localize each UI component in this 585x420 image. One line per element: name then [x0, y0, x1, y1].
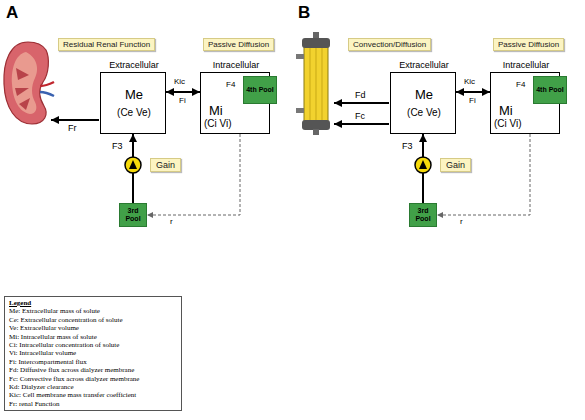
flux-label: Fc — [355, 111, 365, 121]
legend-entry: Ci: Intracellular concentration of solut… — [9, 341, 177, 349]
dialyzer-cap — [302, 38, 330, 48]
flux-label: Fr — [68, 123, 77, 133]
recycle-connector — [147, 134, 240, 215]
compartment-value: Me — [391, 87, 457, 102]
flux-label: F4 — [226, 80, 235, 89]
phase-label: Residual Renal Function — [58, 38, 155, 51]
compartment-value: (Ce Ve) — [391, 107, 457, 118]
edge-label: r — [170, 217, 173, 226]
phase-label: Passive Diffusion — [493, 38, 564, 51]
kidney-pyramid — [16, 68, 29, 80]
flux-label: Fd — [355, 90, 366, 100]
dialyzer-body — [304, 46, 328, 122]
kidney-pyramid — [19, 98, 30, 110]
edge-label: F3 — [402, 141, 413, 151]
compartment-box: ExtracellularMe(Ce Ve) — [100, 72, 166, 134]
dialyzer-cap — [302, 120, 330, 130]
node-text: Convection/Diffusion — [353, 40, 426, 49]
kidney-illustration — [4, 42, 54, 124]
phase-label: Convection/Diffusion — [348, 38, 431, 51]
pump-circle — [415, 157, 431, 173]
pump-triangle — [419, 160, 427, 169]
dialyzer-nozzle — [313, 129, 319, 135]
node-text: 3rd Pool — [125, 207, 140, 222]
pump-symbol — [125, 157, 141, 173]
node-text: Residual Renal Function — [63, 40, 150, 49]
compartment-title: Intracellular — [189, 60, 283, 70]
legend-entry: Fc: Convective flux across dialyzer memb… — [9, 375, 177, 383]
pump-symbol — [415, 157, 431, 173]
compartment-title: Extracellular — [87, 60, 181, 70]
compartment-value: (Ce Ve) — [101, 107, 167, 118]
compartment-title: Extracellular — [377, 60, 471, 70]
compartment-title: Intracellular — [479, 60, 573, 70]
edge-label: r — [460, 217, 463, 226]
pool-box: 4th Pool — [533, 76, 567, 104]
panel-letter: B — [298, 3, 310, 23]
convective-flux-arrow — [334, 123, 389, 125]
legend-entry: Fr: renal Function — [9, 400, 177, 408]
kidney-cortex — [12, 52, 37, 114]
compartment-value: Me — [101, 87, 167, 102]
node-text: Passive Diffusion — [208, 40, 269, 49]
legend-entry: Ce: Extracellular concentration of solut… — [9, 316, 177, 324]
flux-connector — [166, 91, 200, 93]
node-text: 3rd Pool — [415, 207, 430, 222]
dialyzer-fiber — [322, 48, 323, 120]
coefficient-label: Kic — [174, 77, 185, 86]
edge-label: F3 — [112, 141, 123, 151]
node-text: 4th Pool — [246, 86, 274, 94]
dialyzer-nozzle — [313, 32, 319, 39]
pool-box: 3rd Pool — [119, 203, 147, 227]
renal-artery — [40, 82, 54, 86]
node-text: 4th Pool — [536, 86, 564, 94]
compartment-value: (Ci Vi) — [204, 118, 248, 129]
compartment-value: (Ci Vi) — [494, 118, 538, 129]
legend-entry: Mi: Intracellular mass of solute — [9, 333, 177, 341]
dialyzer-port — [296, 54, 304, 59]
flux-connector — [456, 91, 490, 93]
renal-vein — [40, 92, 54, 96]
pump-triangle — [129, 160, 137, 169]
pool-box: 3rd Pool — [409, 203, 437, 227]
phase-label: Passive Diffusion — [203, 38, 274, 51]
compartment-value: Mi — [499, 103, 529, 118]
dialyzer-port — [296, 108, 304, 113]
coefficient-label: Kic — [464, 77, 475, 86]
edge-label: Fi — [469, 96, 476, 105]
legend-entry: Kd: Dialyzer clearance — [9, 383, 177, 391]
legend-entry: Fd: Diffusive flux across dialyzer membr… — [9, 366, 177, 374]
gain-label: Gain — [150, 158, 181, 172]
node-text: Gain — [446, 160, 465, 170]
legend-box: LegendMe: Extracellular mass of soluteCe… — [4, 296, 182, 411]
panel-letter: A — [6, 3, 18, 23]
dialyzer-fiber — [316, 48, 317, 120]
legend-entry: Me: Extracellular mass of solute — [9, 307, 177, 315]
legend-entry: Ve: Extracellular volume — [9, 324, 177, 332]
kidney-outline — [4, 42, 48, 124]
recycle-connector — [437, 134, 530, 215]
flux-label: F4 — [516, 80, 525, 89]
pump-circle — [125, 157, 141, 173]
legend-entry: Kic: Cell membrane mass transfer coeffic… — [9, 391, 177, 399]
legend-title: Legend — [9, 299, 177, 307]
dialyzer-illustration — [296, 32, 330, 135]
node-text: Passive Diffusion — [498, 40, 559, 49]
node-text: Gain — [156, 160, 175, 170]
edge-label: Fi — [179, 96, 186, 105]
gain-label: Gain — [440, 158, 471, 172]
dialyzer-fiber — [310, 48, 311, 120]
legend-entry: Fi: Intercompartmental flux — [9, 358, 177, 366]
compartment-value: Mi — [209, 103, 239, 118]
diffusive-flux-arrow — [334, 102, 389, 104]
legend-entry: Vi: Intracellular volume — [9, 349, 177, 357]
kidney-pyramid — [15, 88, 29, 96]
pool-box: 4th Pool — [243, 76, 277, 104]
compartment-box: ExtracellularMe(Ce Ve) — [390, 72, 456, 134]
renal-flux-arrow — [51, 119, 99, 121]
